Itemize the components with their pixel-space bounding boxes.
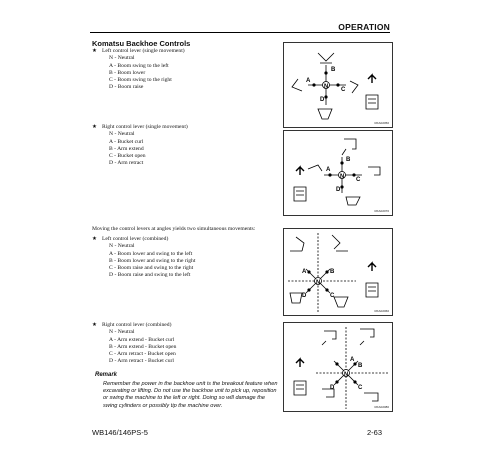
list-item: C - Bucket open <box>109 153 146 160</box>
footer-model: WB146/146PS-5 <box>92 428 148 437</box>
left-lever-combined-section: ★ Left control lever (combined) N - Neut… <box>92 236 195 280</box>
label-b: B <box>330 269 335 275</box>
figure-code: RKA02080 <box>374 405 389 409</box>
bullet-star: ★ <box>92 124 97 130</box>
list-item: B - Boom lower <box>109 69 146 76</box>
list-item: N - Neutral <box>109 243 135 250</box>
figure-code: RKA02070 <box>374 209 389 213</box>
label-a: A <box>350 357 355 363</box>
label-c: C <box>358 385 363 391</box>
header-rule <box>90 32 390 33</box>
label-d: D <box>320 97 325 103</box>
section-title-text: Right control lever (combined) <box>102 322 172 328</box>
figure-right-lever-combined: N A B C D RKA02080 <box>283 322 393 412</box>
figure-code: RKA02060 <box>374 309 389 313</box>
section-title-text: Right control lever (single movement) <box>102 124 188 130</box>
label-n: N <box>340 174 344 180</box>
label-n: N <box>324 84 328 90</box>
remark-title: Remark <box>95 372 118 378</box>
label-d: D <box>336 187 341 193</box>
label-n: N <box>344 372 348 378</box>
section-title: OPERATION <box>338 22 390 32</box>
list-item: B - Arm extend <box>109 145 144 152</box>
list-item: A - Arm extend - Bucket curl <box>109 336 175 343</box>
list-item: D - Boom raise and swing to the left <box>109 272 191 279</box>
figure-left-lever-combined: N A B C D RKA02060 <box>283 228 393 316</box>
figure-left-lever-single: N B A C D RKA02050 <box>283 42 393 128</box>
list-item: D - Arm retract - Bucket curl <box>109 358 174 365</box>
list-item: C - Boom swing to the right <box>109 77 172 84</box>
bullet-star: ★ <box>92 48 97 54</box>
label-d: D <box>302 293 307 299</box>
lever-diagram: N B A C D <box>293 138 381 206</box>
lever-diagram: N A B C D <box>288 233 379 313</box>
lever-diagram: N B A C D <box>291 52 379 120</box>
footer-page-number: 2-63 <box>367 428 383 437</box>
list-item: A - Bucket curl <box>109 138 144 145</box>
label-c: C <box>356 177 361 183</box>
remark-text: Remember the power in the backhoe unit i… <box>103 381 278 409</box>
left-lever-single-section: ★ Left control lever (single movement) N… <box>92 48 185 92</box>
right-lever-single-section: ★ Right control lever (single movement) … <box>92 124 188 168</box>
label-n: N <box>316 280 320 286</box>
list-item: N - Neutral <box>109 55 135 62</box>
bullet-star: ★ <box>92 236 97 242</box>
list-item: N - Neutral <box>109 329 135 336</box>
label-b: B <box>331 67 336 73</box>
label-c: C <box>330 293 335 299</box>
list-item: N - Neutral <box>109 131 135 138</box>
list-item: B - Boom lower and swing to the right <box>109 257 196 264</box>
label-d: D <box>330 385 335 391</box>
label-a: A <box>302 269 307 275</box>
label-b: B <box>346 157 351 163</box>
list-item: B - Arm extend - Bucket open <box>109 343 177 350</box>
right-lever-combined-section: ★ Right control lever (combined) N - Neu… <box>92 322 176 366</box>
lever-diagram: N A B C D <box>293 327 388 409</box>
list-item: A - Boom lower and swing to the left <box>109 250 193 257</box>
list-item: C - Boom raise and swing to the right <box>109 265 194 272</box>
combined-intro: Moving the control levers at angles yiel… <box>92 226 256 232</box>
list-item: D - Boom raise <box>109 84 144 91</box>
list-item: A - Boom swing to the left <box>109 62 169 69</box>
bullet-star: ★ <box>92 322 97 328</box>
section-title-text: Left control lever (combined) <box>102 236 169 242</box>
figure-right-lever-single: N B A C D RKA02070 <box>283 130 393 216</box>
section-title-text: Left control lever (single movement) <box>102 48 185 54</box>
label-a: A <box>306 78 311 84</box>
list-item: D - Arm retract <box>109 160 144 167</box>
list-item: C - Arm retract - Bucket open <box>109 351 176 358</box>
label-c: C <box>341 87 346 93</box>
figure-code: RKA02050 <box>374 121 389 125</box>
label-a: A <box>326 167 331 173</box>
label-b: B <box>358 363 363 369</box>
page-heading: Komatsu Backhoe Controls <box>92 39 191 48</box>
